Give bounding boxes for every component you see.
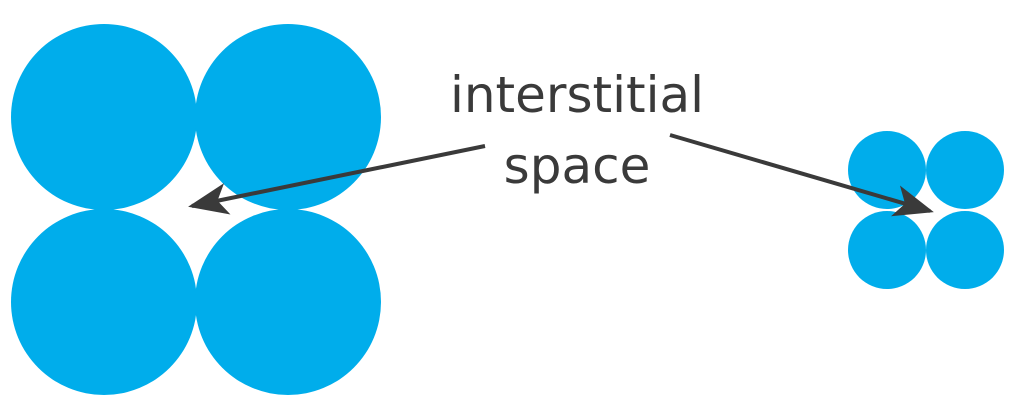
large-circle (11, 209, 197, 395)
arrow-to-large-gap (188, 144, 486, 215)
large-circle (195, 24, 381, 210)
small-circle (926, 131, 1004, 209)
small-circle-group (848, 131, 1004, 289)
label-line-1: interstitial (450, 66, 704, 124)
small-circle (848, 211, 926, 289)
small-circle (926, 211, 1004, 289)
label-line-2: space (504, 137, 651, 195)
large-circle (195, 209, 381, 395)
large-circle (11, 24, 197, 210)
arrow-to-small-gap (669, 133, 934, 217)
large-circle-group (11, 24, 381, 395)
